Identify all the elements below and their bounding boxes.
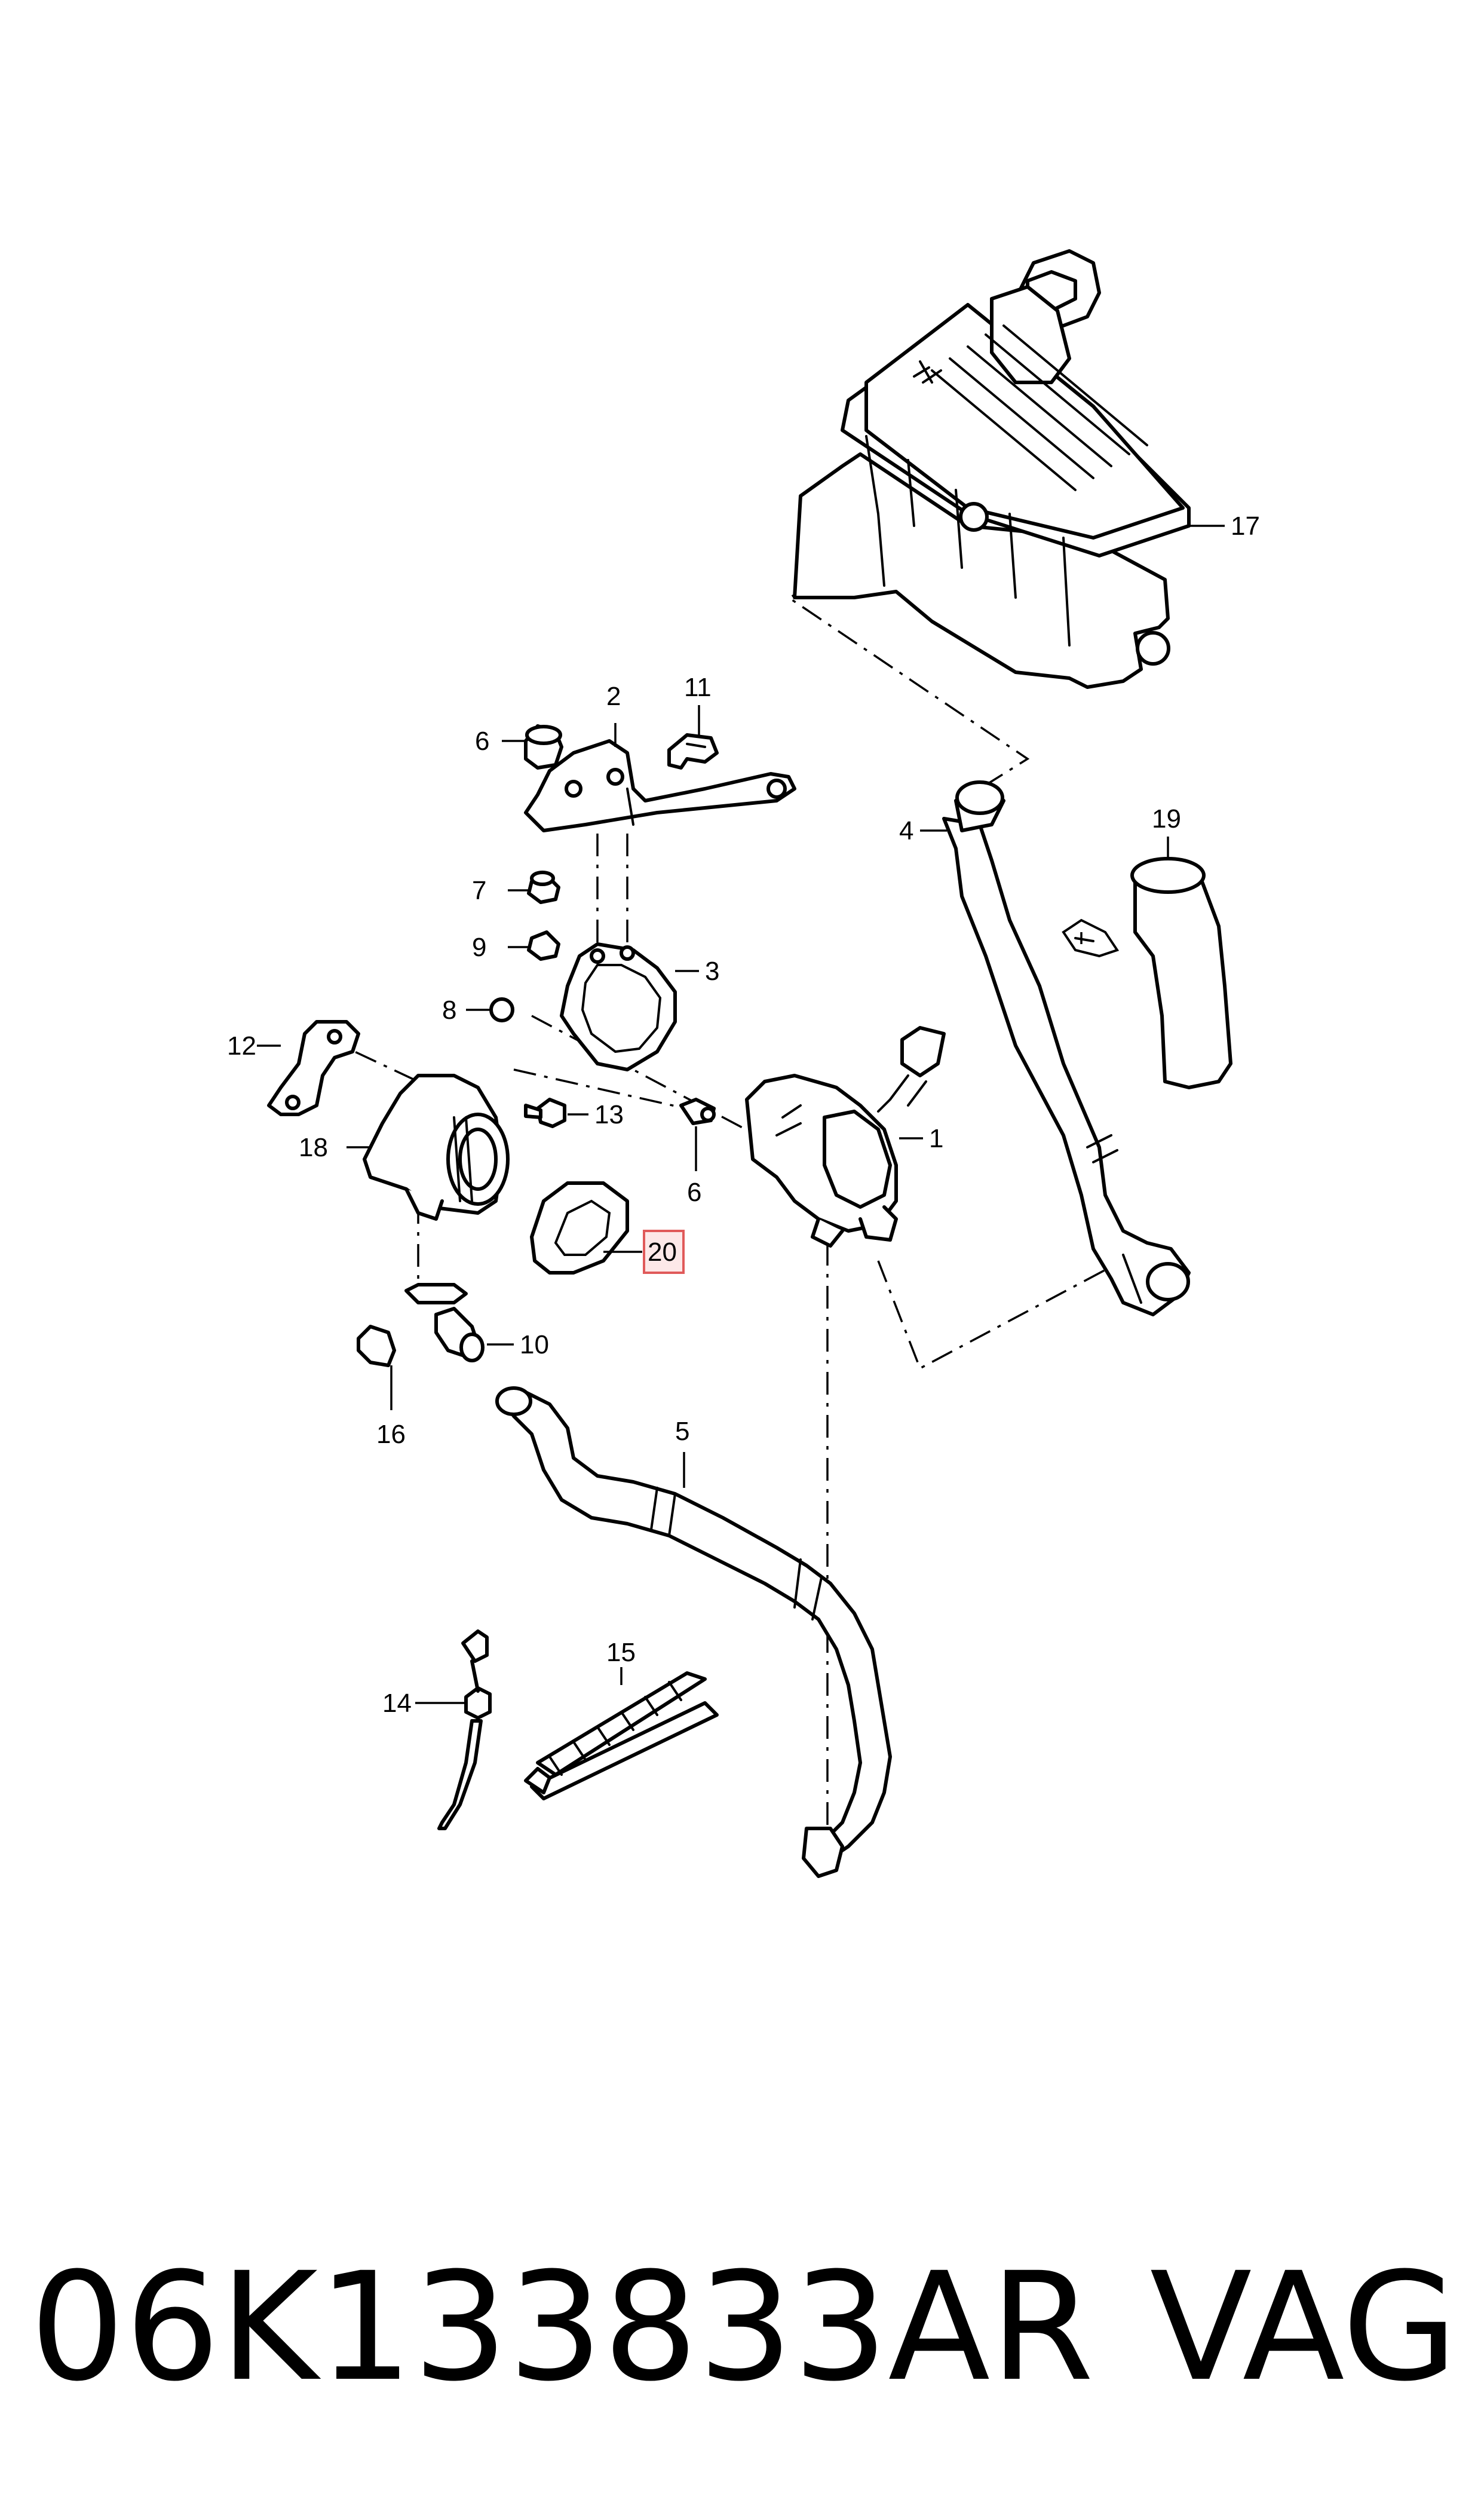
callout-6-mid: 6	[687, 1178, 701, 1207]
part-number: 06K133833AR	[30, 2240, 1094, 2414]
callout-labels: 1 2 3 4 5 6 6 7 8 9 10 11 12 13 14 15 16…	[227, 511, 1260, 1718]
intake-pipe	[1062, 857, 1232, 1089]
long-hose	[495, 1386, 892, 1878]
callout-11: 11	[684, 673, 712, 702]
bracket	[524, 739, 796, 832]
egr-valve	[363, 1074, 510, 1221]
gasket	[560, 942, 677, 1071]
callout-15: 15	[606, 1638, 636, 1667]
leader-lines	[257, 525, 1225, 1704]
callout-17: 17	[1231, 511, 1260, 541]
sensor-screw	[679, 1098, 716, 1125]
callout-20: 20	[648, 1237, 677, 1267]
brand-name: VAG	[1149, 2240, 1458, 2414]
callout-12: 12	[227, 1031, 256, 1061]
callout-10: 10	[520, 1330, 549, 1359]
cable-tie-mount	[437, 1629, 492, 1830]
cable-tie-strip	[524, 1671, 719, 1800]
nuts	[527, 871, 560, 961]
throttle-seal	[530, 1181, 629, 1275]
exploded-parts-diagram: 1 2 3 4 5 6 6 7 8 9 10 11 12 13 14 15 16…	[227, 249, 1260, 1878]
callout-20-highlight	[643, 1230, 685, 1274]
callout-16: 16	[376, 1420, 406, 1449]
callout-1: 1	[929, 1124, 943, 1153]
callout-13: 13	[594, 1100, 624, 1129]
washer	[489, 997, 514, 1022]
bolt	[524, 1098, 566, 1128]
callout-6-top: 6	[475, 727, 489, 756]
callout-3: 3	[705, 957, 719, 986]
cap-nut-top	[524, 724, 563, 770]
footer-caption: 06K133833AR VAG	[30, 2232, 1458, 2423]
flange-plate	[267, 1020, 360, 1116]
air-pump	[745, 1026, 946, 1248]
callout-14: 14	[382, 1689, 412, 1718]
air-filter-housing	[793, 249, 1191, 689]
callout-8: 8	[442, 995, 456, 1025]
callout-19: 19	[1152, 804, 1181, 834]
callout-9: 9	[472, 933, 486, 962]
callout-18: 18	[299, 1133, 328, 1162]
callout-4: 4	[899, 816, 913, 846]
breather-hose	[942, 780, 1191, 1316]
callout-2: 2	[606, 682, 621, 711]
clip	[667, 733, 719, 770]
callout-7: 7	[472, 876, 486, 905]
callout-5: 5	[675, 1417, 689, 1446]
hose-adapter	[357, 1283, 485, 1367]
